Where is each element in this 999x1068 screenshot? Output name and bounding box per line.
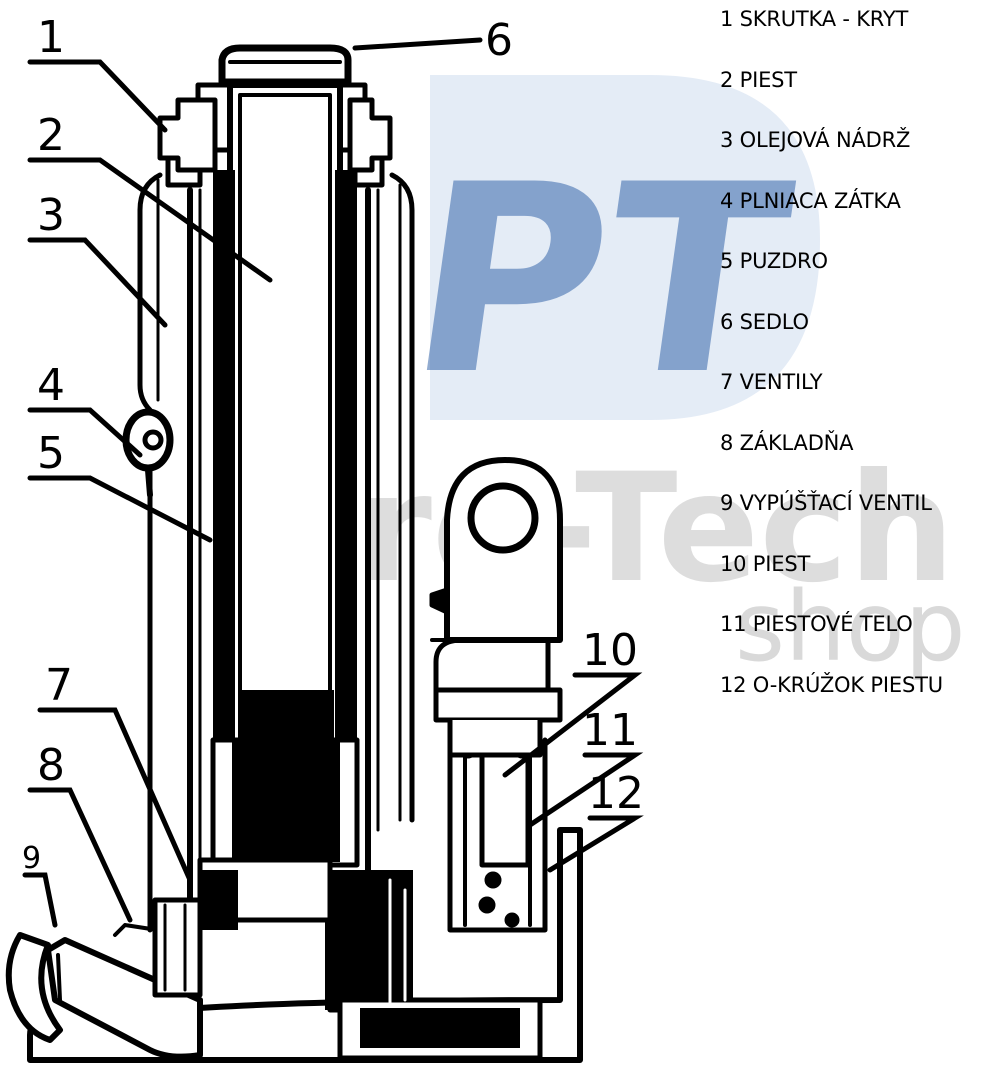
leader-12 bbox=[547, 815, 644, 873]
inner-cylinder-left-wall bbox=[213, 170, 235, 760]
callout-11: 11 bbox=[582, 705, 638, 756]
jack-drawing bbox=[5, 44, 583, 1063]
watermark-logo-shape bbox=[430, 75, 820, 420]
legend-item: 6 SEDLO bbox=[720, 309, 809, 334]
legend-item: 9 VYPÚŠŤACÍ VENTIL bbox=[720, 491, 932, 515]
callout-10: 10 bbox=[582, 625, 638, 676]
callout-4: 4 bbox=[37, 360, 65, 411]
callout-5: 5 bbox=[37, 428, 65, 479]
leader-lines bbox=[22, 37, 644, 928]
leader-1 bbox=[27, 59, 168, 133]
legend-item: 2 PIEST bbox=[720, 67, 797, 92]
leader-9 bbox=[22, 872, 58, 928]
callout-3: 3 bbox=[37, 190, 65, 241]
valves bbox=[152, 897, 203, 998]
inner-cylinder-right-wall bbox=[335, 170, 357, 760]
callout-2: 2 bbox=[37, 110, 65, 161]
pump-piston bbox=[433, 637, 563, 758]
callout-numbers: 1 2 3 4 5 6 7 8 9 10 11 12 bbox=[22, 12, 644, 876]
legend-item: 1 SKRUTKA - KRYT bbox=[720, 7, 909, 31]
lever-socket bbox=[429, 457, 563, 643]
legend-item: 10 PIEST bbox=[720, 551, 811, 576]
leader-4 bbox=[27, 407, 143, 458]
legend-item: 12 O-KRÚŽOK PIESTU bbox=[720, 672, 943, 697]
legend-item: 4 PLNIACA ZÁTKA bbox=[720, 188, 901, 213]
reservoir-outer-left bbox=[137, 172, 163, 933]
callout-12: 12 bbox=[588, 768, 644, 819]
callout-6: 6 bbox=[485, 15, 513, 66]
callout-8: 8 bbox=[37, 740, 65, 791]
legend-item: 5 PUZDRO bbox=[720, 249, 828, 273]
legend-item: 3 OLEJOVÁ NÁDRŽ bbox=[720, 128, 911, 152]
legend-item: 8 ZÁKLADŇA bbox=[720, 430, 854, 455]
legend-item: 11 PIESTOVÉ TELO bbox=[720, 612, 913, 636]
saddle bbox=[218, 44, 352, 86]
legend-item: 7 VENTILY bbox=[720, 370, 823, 394]
base bbox=[27, 827, 583, 1063]
callout-7: 7 bbox=[45, 660, 73, 711]
callout-1: 1 bbox=[37, 12, 65, 63]
leader-6 bbox=[352, 37, 483, 51]
leader-2 bbox=[27, 157, 273, 283]
reservoir-outer-right bbox=[389, 172, 415, 823]
parts-legend: 1 SKRUTKA - KRYT 2 PIEST 3 OLEJOVÁ NÁDRŽ… bbox=[720, 6, 999, 732]
leader-5 bbox=[27, 475, 213, 543]
watermark-logo: PT bbox=[394, 75, 820, 432]
leader-8 bbox=[27, 787, 133, 923]
watermark-logo-text: PT bbox=[394, 128, 806, 432]
main-piston bbox=[227, 82, 343, 748]
watermark-sub-text: shop bbox=[735, 571, 966, 683]
release-valve bbox=[5, 923, 203, 1060]
leader-10 bbox=[502, 672, 643, 778]
filler-plug bbox=[122, 408, 174, 498]
leader-3 bbox=[27, 237, 168, 328]
leader-11 bbox=[527, 752, 644, 828]
callout-9: 9 bbox=[22, 841, 41, 876]
leader-7 bbox=[37, 707, 193, 883]
